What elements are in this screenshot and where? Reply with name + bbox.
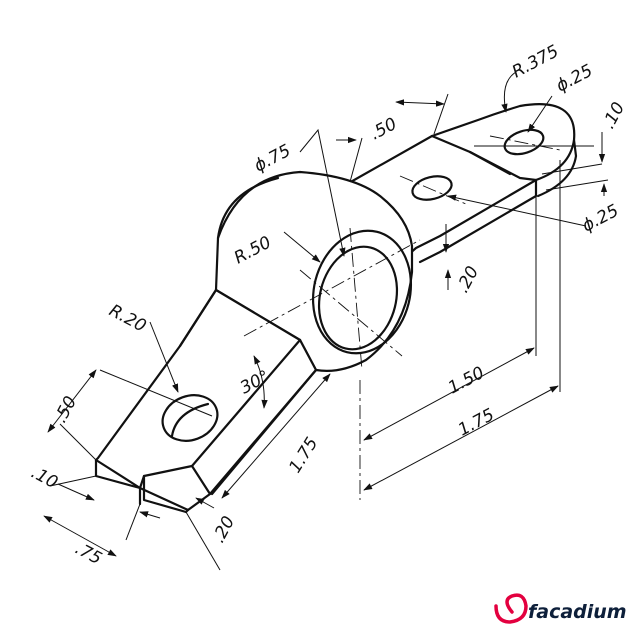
dim-r375: R.375: [509, 41, 562, 82]
dim-50-left: .50: [51, 393, 81, 426]
dim-10-left: .10: [28, 463, 61, 493]
dimension-lines: [43, 71, 608, 557]
facadium-logo: facadium: [494, 593, 627, 624]
dim-175-right: 1.75: [455, 405, 498, 440]
dim-phi25-right: ɸ.25: [579, 201, 622, 237]
logo-swirl-icon: [494, 593, 528, 624]
dim-phi75: ɸ.75: [251, 141, 294, 177]
logo-text: facadium: [528, 601, 627, 623]
dim-20-bottom: .20: [209, 513, 239, 546]
construction-lines: [49, 93, 609, 571]
dim-phi25-top: ɸ.25: [553, 61, 596, 97]
dim-75: .75: [72, 539, 105, 569]
dim-50-top: .50: [367, 114, 400, 144]
part-outline: [94, 103, 578, 514]
dim-20-mid: .20: [453, 263, 483, 296]
dim-150: 1.50: [445, 363, 488, 398]
dim-r20: R.20: [106, 301, 150, 337]
dim-175-diag: 1.75: [285, 434, 322, 477]
dim-10-right: .10: [599, 99, 629, 132]
